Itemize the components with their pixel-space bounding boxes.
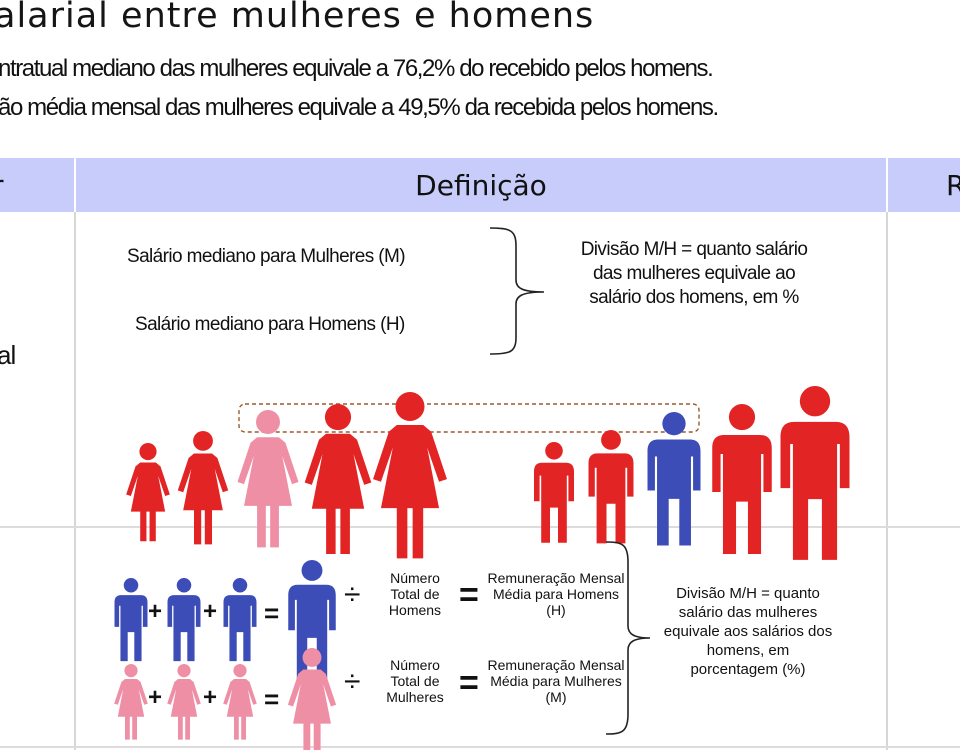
label-median-women: Salário mediano para Mulheres (M) — [127, 246, 406, 267]
man-icon — [780, 386, 850, 560]
woman-icon — [237, 410, 299, 548]
woman-icon — [287, 648, 337, 750]
row1-left-label: al — [0, 340, 16, 370]
row2-bracket — [605, 541, 651, 735]
plus-symbol: + — [148, 684, 163, 711]
page-title: alarial entre mulheres e homens — [0, 0, 595, 36]
label-total-women: Número Total de Mulheres — [386, 657, 444, 705]
header-definition-text: Definição — [415, 168, 547, 202]
equals-symbol: = — [459, 664, 479, 702]
row1-division-text: Divisão M/H = quanto salário das mulhere… — [580, 239, 808, 308]
label-mean-pay-men: Remuneração Mensal Média para Homens (H) — [487, 570, 625, 618]
row2-division-text-2: homens, em porcentagem (%) — [690, 642, 806, 678]
label-mean-pay-women: Remuneração Mensal Média para Mulheres (… — [487, 657, 625, 705]
label-total-men: Número Total de Homens — [388, 570, 442, 618]
subtitle-median: ntratual mediano das mulheres equivale a… — [0, 55, 714, 82]
plus-symbol: + — [203, 598, 218, 625]
row1-bracket — [489, 227, 545, 355]
woman-icon — [177, 431, 229, 545]
man-icon — [712, 404, 772, 554]
equals-symbol: = — [459, 576, 479, 614]
plus-symbol: + — [148, 598, 163, 625]
header-cell-right: R — [888, 158, 960, 212]
subtitle-mean: ão média mensal das mulheres equivale a … — [0, 94, 719, 121]
man-icon — [114, 578, 148, 662]
woman-icon — [373, 392, 447, 559]
row-divider — [0, 526, 960, 528]
equals-symbol: = — [264, 684, 280, 714]
divide-symbol: ÷ — [344, 665, 361, 698]
header-cell-left: r — [0, 158, 74, 212]
man-icon — [588, 430, 634, 544]
man-icon — [534, 442, 574, 543]
woman-icon — [126, 443, 170, 542]
man-icon — [647, 412, 701, 546]
divide-symbol: ÷ — [344, 578, 361, 611]
plus-symbol: + — [203, 684, 218, 711]
man-icon — [167, 578, 201, 662]
woman-icon — [223, 664, 257, 740]
woman-icon — [167, 664, 201, 740]
header-left-text: r — [0, 169, 4, 202]
woman-icon — [114, 664, 148, 740]
column-divider-right — [886, 212, 888, 750]
equals-symbol: = — [264, 598, 280, 628]
row2-division-text-1: Divisão M/H = quanto salário das mulhere… — [663, 585, 833, 640]
woman-icon — [304, 404, 372, 554]
man-icon — [288, 560, 336, 680]
man-icon — [223, 578, 257, 662]
header-right-text: R — [946, 168, 960, 202]
median-highlight-dashed-box — [238, 403, 700, 433]
column-divider-left — [74, 212, 76, 750]
label-median-men: Salário mediano para Homens (H) — [135, 314, 405, 335]
header-cell-definition: Definição — [76, 158, 886, 212]
table-bottom-border — [0, 746, 960, 748]
